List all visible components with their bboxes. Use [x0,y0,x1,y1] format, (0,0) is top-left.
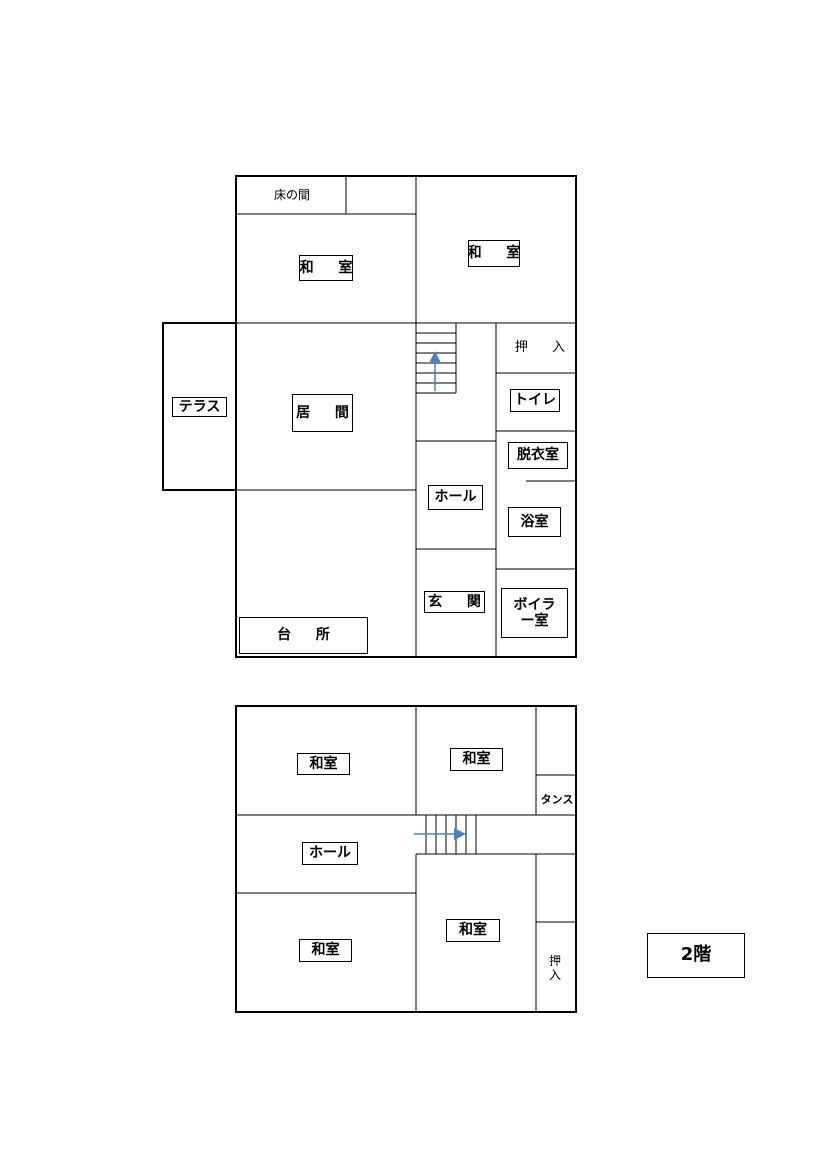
label-washitsu-2f-top-left: 和室 [297,753,350,775]
label-washitsu-1f-right: 和 室 [468,240,520,267]
label-oshiire-2f: 押入 [548,953,561,982]
label-daidokoro: 台 所 [239,617,368,654]
label-datsuishitsu: 脱衣室 [508,442,568,469]
label-yokushitsu: 浴室 [508,507,561,537]
first-floor-walls [162,175,577,658]
label-genkan: 玄 関 [424,591,485,613]
label-washitsu-2f-bottom-right: 和室 [446,919,500,942]
second-floor-walls [235,705,577,1013]
first-floor-stairs [416,323,457,394]
label-oshiire-1f: 押 入 [514,340,576,356]
floor-label-2f: 2階 [647,933,745,978]
label-toilet: トイレ [510,389,560,412]
label-terrace: テラス [172,397,227,417]
label-washitsu-1f-left: 和 室 [299,255,353,281]
label-boiler-room: ボイラー室 [501,588,568,638]
label-hall-2f: ホール [302,842,358,865]
label-ima: 居 間 [292,394,353,432]
label-washitsu-2f-bottom-left: 和室 [299,939,352,962]
label-washitsu-2f-top-right: 和室 [450,748,503,771]
label-hall-1f: ホール [428,485,483,510]
label-toko-no-ma: 床の間 [273,187,310,202]
label-tansu: タンス [540,793,574,807]
